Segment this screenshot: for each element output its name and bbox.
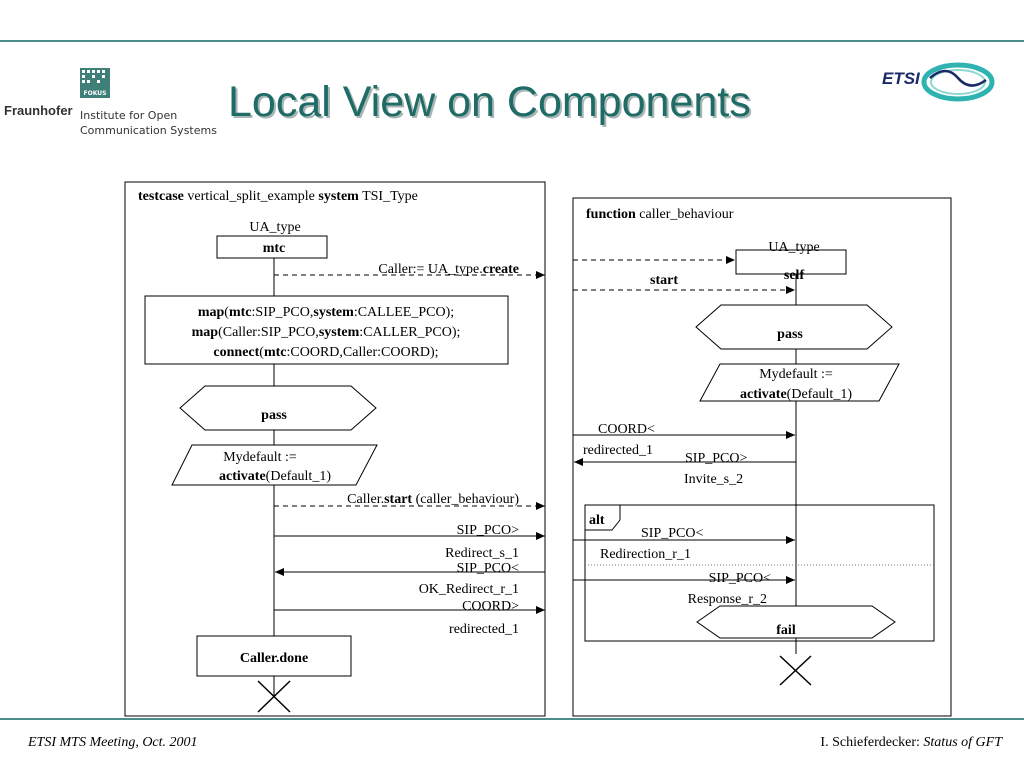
testcase-keyword: testcase	[138, 189, 184, 204]
etsi-logo-text: ETSI	[882, 69, 921, 88]
pass-label-left: pass	[261, 408, 287, 423]
create-text: Caller:= UA_type.	[378, 262, 482, 277]
map1-mtc: mtc	[229, 305, 252, 320]
default-kw-left: activate	[219, 469, 266, 484]
msg-invite-port: SIP_PCO>	[685, 451, 747, 466]
footer-meeting: ETSI MTS Meeting, Oct. 2001	[28, 735, 198, 750]
top-rule	[0, 40, 1024, 42]
start-in-label: start	[650, 273, 678, 288]
mtc-instance-type: UA_type	[249, 220, 300, 235]
self-instance-name: self	[784, 268, 805, 283]
default-line-1-right: Mydefault :=	[759, 367, 833, 382]
footer-author-name: I. Schieferdecker:	[820, 735, 924, 750]
msg-coord-out-port: COORD>	[462, 599, 519, 614]
svg-text:testcase vertical_split_exampl: testcase vertical_split_example system T…	[138, 189, 418, 204]
msg-response-port: SIP_PCO<	[709, 571, 771, 586]
mtc-instance-name: mtc	[263, 241, 286, 256]
alt-label: alt	[589, 513, 605, 528]
caller-done-action	[196, 635, 352, 677]
footer-author: I. Schieferdecker: Status of GFT	[820, 735, 1002, 751]
connect-p2: :COORD,Caller:COORD);	[287, 345, 439, 360]
map1-p3: :CALLEE_PCO);	[354, 305, 454, 320]
institute-name: Institute for Open Communication Systems	[80, 108, 217, 138]
fokus-label: FOKUS	[84, 90, 107, 97]
map2-p2: :CALLER_PCO);	[359, 325, 460, 340]
msg-invite-name: Invite_s_2	[684, 472, 743, 487]
msg-ok-redirect-port: SIP_PCO<	[457, 561, 519, 576]
pass-verdict-right	[695, 304, 893, 350]
default-activate-left	[171, 444, 378, 486]
institute-line-2: Communication Systems	[80, 124, 217, 137]
start-p2: (caller_behaviour)	[412, 492, 519, 507]
default-arg-right: (Default_1)	[787, 387, 853, 402]
default-kw-right: activate	[740, 387, 787, 402]
page-title: Local View on Components	[228, 78, 751, 126]
stop-icon-right	[779, 655, 812, 686]
pass-verdict-left	[179, 385, 377, 431]
function-name: caller_behaviour	[636, 207, 734, 222]
msg-response-name: Response_r_2	[688, 592, 767, 607]
map2-sys: system	[319, 325, 360, 340]
fokus-logo-icon: FOKUS	[80, 68, 110, 98]
map-connect-action	[144, 295, 509, 365]
msg-redirection-name: Redirection_r_1	[600, 547, 691, 562]
map-line-2: map(Caller:SIP_PCO,system:CALLER_PCO);	[192, 325, 461, 340]
map1-sys: system	[313, 305, 354, 320]
self-instance-head	[735, 249, 847, 275]
self-instance-type: UA_type	[768, 240, 819, 255]
msg-redirection-port: SIP_PCO<	[641, 526, 703, 541]
map-line-1: map(mtc:SIP_PCO,system:CALLEE_PCO);	[198, 305, 454, 320]
mtc-instance-head	[216, 235, 328, 259]
footer-talk-title: Status of GFT	[923, 735, 1002, 750]
connect-mtc: mtc	[264, 345, 287, 360]
done-kw: .done	[276, 651, 308, 666]
function-keyword: function	[586, 207, 636, 222]
map2-kw: map	[192, 325, 219, 340]
alt-frame	[584, 504, 935, 642]
svg-text:function caller_behaviour: function caller_behaviour	[586, 207, 734, 222]
msg-ok-redirect-name: OK_Redirect_r_1	[419, 582, 519, 597]
msg-coord-in-port: COORD<	[598, 422, 655, 437]
system-keyword: system	[318, 189, 359, 204]
default-line-2-left: activate(Default_1)	[219, 469, 331, 484]
default-activate-right	[699, 363, 900, 402]
msg-redirect-s1-name: Redirect_s_1	[445, 546, 519, 561]
map1-p1: (	[224, 305, 229, 320]
fail-verdict	[696, 605, 896, 639]
default-arg-left: (Default_1)	[266, 469, 332, 484]
msg-coord-out-name: redirected_1	[449, 622, 519, 637]
etsi-logo-icon: ETSI	[882, 62, 995, 102]
msg-redirect-s1-port: SIP_PCO>	[457, 523, 519, 538]
msg-coord-in-name: redirected_1	[583, 443, 653, 458]
function-frame: function caller_behaviour	[572, 197, 952, 717]
pass-label-right: pass	[777, 327, 803, 342]
map1-p2: :SIP_PCO,	[252, 305, 314, 320]
connect-p1: (	[259, 345, 264, 360]
map2-p1: (Caller:SIP_PCO,	[218, 325, 319, 340]
default-line-2-right: activate(Default_1)	[740, 387, 852, 402]
caller-done-label: Caller.done	[240, 651, 308, 666]
start-p1: Caller.	[347, 492, 384, 507]
create-label: Caller:= UA_type.create	[378, 262, 519, 277]
testcase-frame: testcase vertical_split_example system T…	[124, 181, 546, 717]
connect-kw: connect	[213, 345, 259, 360]
start-kw: start	[384, 492, 412, 507]
default-line-1-left: Mydefault :=	[223, 450, 297, 465]
fail-label: fail	[776, 623, 796, 638]
testcase-name: vertical_split_example	[184, 189, 319, 204]
stop-icon-left	[257, 680, 291, 713]
fraunhofer-logo: FOKUS Fraunhofer Institute for Open Comm…	[4, 68, 224, 140]
done-caller: Caller	[240, 651, 277, 666]
system-type: TSI_Type	[359, 189, 418, 204]
map1-kw: map	[198, 305, 225, 320]
connect-line: connect(mtc:COORD,Caller:COORD);	[213, 345, 438, 360]
create-keyword: create	[483, 262, 519, 277]
fraunhofer-name: Fraunhofer	[4, 103, 73, 118]
bottom-rule	[0, 718, 1024, 720]
start-label: Caller.start (caller_behaviour)	[347, 492, 519, 507]
institute-line-1: Institute for Open	[80, 109, 178, 122]
